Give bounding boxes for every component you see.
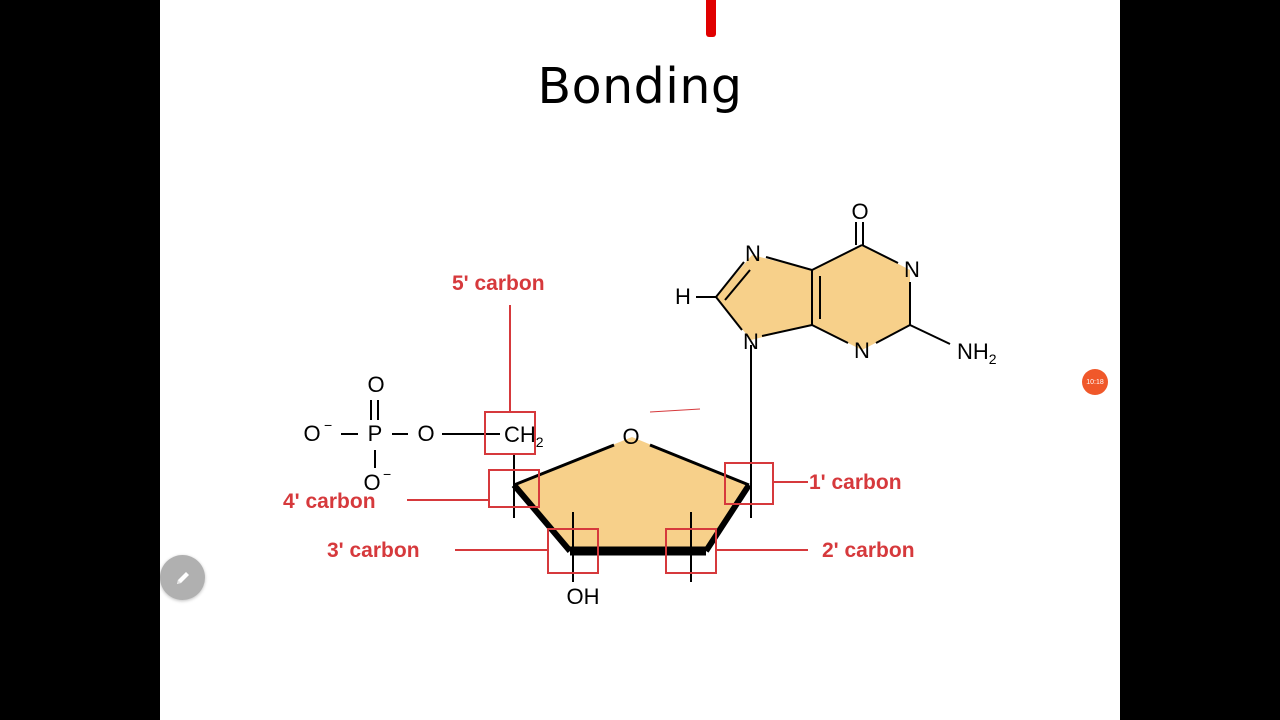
carbonyl-oxygen: O (851, 199, 868, 224)
base-bond-c5-c6 (811, 244, 863, 271)
c1-highlight-box (724, 462, 774, 505)
base-five-ring-fill (716, 255, 812, 340)
nucleotide-diagram: O OH O O − P O O − CH2 (283, 199, 997, 609)
stray-annotation-stroke (649, 408, 701, 413)
phosphate-bottom-charge: − (383, 466, 391, 482)
label-1-carbon: 1' carbon (809, 471, 902, 494)
c2-nh2-bond (909, 324, 951, 345)
n1-nitrogen: N (904, 257, 920, 282)
base-bond-c6-n1 (861, 244, 899, 264)
laser-pointer-mark (706, 0, 716, 37)
hydroxyl-oh: OH (567, 584, 600, 609)
base-six-ring-fill (812, 245, 910, 350)
ring-bond-c4-c3 (511, 483, 573, 553)
annotation-pen-button[interactable] (160, 555, 205, 600)
phosphate-bottom-oxygen: O (363, 470, 380, 495)
ch2-group: CH2 (504, 422, 544, 450)
ring-bond-c2-c1 (703, 483, 752, 553)
n7-nitrogen: N (745, 241, 761, 266)
base-bond-n7-c8 (715, 261, 745, 298)
label-5-carbon: 5' carbon (452, 272, 545, 295)
slide: Bonding O OH O O − P O (160, 0, 1120, 720)
base-bond-c5-n7 (765, 256, 813, 271)
base-bond-c8-n9 (715, 296, 743, 331)
n3-nitrogen: N (854, 338, 870, 363)
phosphate-left-oxygen: O (303, 421, 320, 446)
n9-nitrogen: N (743, 329, 759, 354)
c4-highlight-box (488, 469, 540, 508)
base-bond-n9-c4 (761, 324, 813, 337)
slide-title: Bonding (537, 58, 743, 115)
ring-bond-o-c4 (513, 443, 615, 487)
ring-oxygen: O (622, 424, 639, 449)
phosphate-left-charge: − (324, 417, 332, 433)
amino-group: NH2 (957, 339, 997, 367)
pencil-icon (176, 571, 189, 584)
label-2-carbon: 2' carbon (822, 539, 915, 562)
base-bond-c2-n3 (875, 324, 911, 344)
phosphate-top-oxygen: O (367, 372, 384, 397)
ring-bond-o-c1 (649, 443, 750, 487)
label-4-carbon: 4' carbon (283, 490, 376, 513)
phosphorus: P (368, 421, 383, 446)
recording-timer-badge[interactable]: 10:18 (1082, 369, 1108, 395)
c8-hydrogen: H (675, 284, 691, 309)
bridge-oxygen: O (417, 421, 434, 446)
base-bond-n7-c8-double (724, 269, 751, 301)
label-3-carbon: 3' carbon (327, 539, 420, 562)
base-bond-n3-c4 (811, 324, 849, 344)
